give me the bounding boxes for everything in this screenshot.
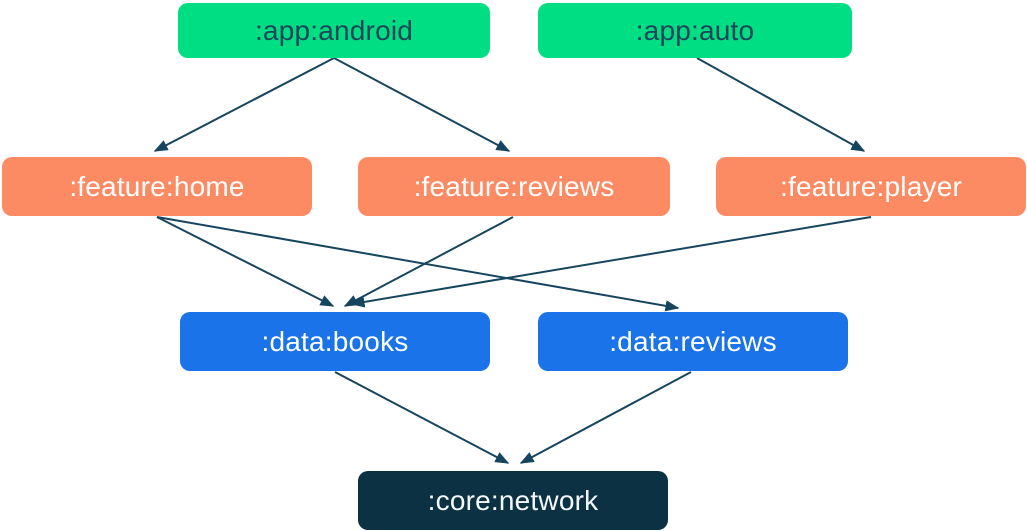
node-app-auto: :app:auto xyxy=(538,3,852,58)
node-label: :feature:home xyxy=(69,170,245,202)
node-label: :data:reviews xyxy=(609,325,777,357)
edge-app-android-to-feature-reviews xyxy=(333,57,511,152)
node-feature-reviews: :feature:reviews xyxy=(358,157,670,216)
node-app-android: :app:android xyxy=(178,3,490,58)
edge-feature-home-to-data-reviews xyxy=(156,216,680,312)
edge-app-auto-to-feature-player xyxy=(696,57,866,152)
node-data-reviews: :data:reviews xyxy=(538,312,848,371)
node-data-books: :data:books xyxy=(180,312,490,371)
node-label: :app:auto xyxy=(635,14,755,46)
node-label: :feature:player xyxy=(780,170,962,202)
node-label: :core:network xyxy=(427,484,599,516)
node-label: :app:android xyxy=(254,14,414,46)
edge-feature-home-to-data-books xyxy=(156,216,335,307)
edge-feature-player-to-data-books xyxy=(350,216,872,308)
node-label: :data:books xyxy=(261,325,409,357)
node-feature-player: :feature:player xyxy=(716,157,1026,216)
node-core-network: :core:network xyxy=(358,471,668,530)
edge-data-reviews-to-core-network xyxy=(519,371,692,464)
edge-app-android-to-feature-home xyxy=(153,57,335,152)
edge-data-books-to-core-network xyxy=(334,371,510,464)
edge-feature-reviews-to-data-books xyxy=(343,216,514,307)
node-label: :feature:reviews xyxy=(413,170,615,202)
node-feature-home: :feature:home xyxy=(2,157,312,216)
